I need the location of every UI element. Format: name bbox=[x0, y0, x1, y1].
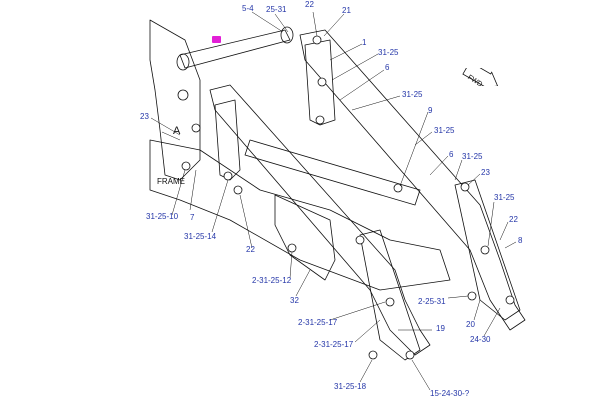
frame-body bbox=[149, 139, 451, 291]
pin bbox=[223, 171, 233, 181]
pin bbox=[405, 350, 415, 360]
pin bbox=[480, 245, 490, 255]
callout-2-31-25-17-a: 2-31-25-17 bbox=[298, 318, 338, 327]
callout-31-25-c: 31-25 bbox=[434, 126, 455, 135]
forward-arrow-icon bbox=[462, 68, 499, 86]
pin bbox=[181, 161, 191, 171]
callout-22-right: 22 bbox=[509, 215, 518, 224]
callout-23-left: 23 bbox=[140, 112, 149, 121]
highlight-tag bbox=[212, 36, 221, 43]
pin bbox=[287, 243, 297, 253]
callout-21: 21 bbox=[342, 6, 351, 15]
callout-23-right: 23 bbox=[481, 168, 490, 177]
arm-cross-tube bbox=[244, 139, 421, 206]
bucket-link-right bbox=[454, 179, 521, 321]
callout-25-31-top: 25-31 bbox=[266, 5, 287, 14]
pin bbox=[393, 183, 403, 193]
callout-31-25-10: 31-25-10 bbox=[146, 212, 179, 221]
callout-31-25-a: 31-25 bbox=[378, 48, 399, 57]
shaft-end-left bbox=[176, 53, 190, 71]
callout-a: A bbox=[173, 125, 181, 137]
callout-31-25-b: 31-25 bbox=[402, 90, 423, 99]
pin bbox=[233, 185, 243, 195]
callout-32: 32 bbox=[290, 296, 299, 305]
callout-20: 20 bbox=[466, 320, 475, 329]
callout-6-b: 6 bbox=[449, 150, 454, 159]
callout-15-24-30: 15-24-30-? bbox=[430, 389, 470, 398]
callout-31-25-d: 31-25 bbox=[462, 152, 483, 161]
bucket-link-left bbox=[359, 229, 421, 361]
callout-frame: FRAME bbox=[157, 177, 185, 186]
callout-5-4: 5-4 bbox=[242, 4, 254, 13]
callout-19: 19 bbox=[436, 324, 445, 333]
callout-31-25-14: 31-25-14 bbox=[184, 232, 217, 241]
callout-22-mid: 22 bbox=[246, 245, 255, 254]
pin bbox=[505, 295, 515, 305]
pin bbox=[191, 123, 201, 133]
callout-24-30: 24-30 bbox=[470, 335, 491, 344]
pin bbox=[355, 235, 365, 245]
callout-31-25-e: 31-25 bbox=[494, 193, 515, 202]
shaft-end-right bbox=[280, 26, 294, 44]
callout-9: 9 bbox=[428, 106, 433, 115]
lift-arm-right bbox=[299, 29, 526, 331]
callout-8: 8 bbox=[518, 236, 523, 245]
pin bbox=[315, 115, 325, 125]
callout-7: 7 bbox=[190, 213, 195, 222]
callout-2-31-25-17-b: 2-31-25-17 bbox=[314, 340, 354, 349]
callout-22-top: 22 bbox=[305, 0, 314, 9]
pin bbox=[368, 350, 378, 360]
cross-shaft bbox=[179, 29, 291, 69]
callout-6-a: 6 bbox=[385, 63, 390, 72]
callout-2-25-31: 2-25-31 bbox=[418, 297, 446, 306]
guard-plate bbox=[274, 194, 336, 281]
tilt-link-right bbox=[304, 39, 336, 126]
callout-31-25-18: 31-25-18 bbox=[334, 382, 367, 391]
pin bbox=[312, 35, 322, 45]
pin bbox=[385, 297, 395, 307]
frame-tower bbox=[149, 19, 201, 181]
pin bbox=[317, 77, 327, 87]
pin bbox=[467, 291, 477, 301]
callout-1: 1 bbox=[362, 38, 367, 47]
lift-arm-left bbox=[209, 84, 431, 356]
tilt-link-left bbox=[214, 99, 241, 181]
pin bbox=[460, 182, 470, 192]
callout-2-31-25-12: 2-31-25-12 bbox=[252, 276, 292, 285]
pin bbox=[177, 89, 189, 101]
